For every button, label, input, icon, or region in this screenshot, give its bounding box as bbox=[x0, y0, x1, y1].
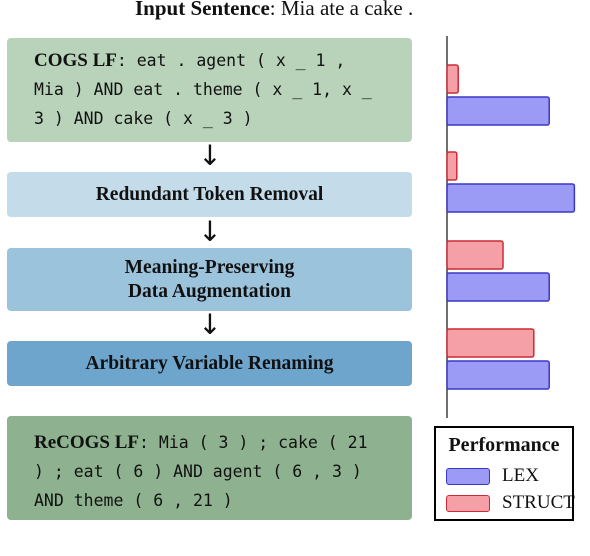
cogs-lf-box: COGS LF: eat . agent ( x _ 1 , Mia ) AND… bbox=[7, 38, 412, 142]
bar-lex-2 bbox=[446, 183, 576, 213]
legend-swatch-lex bbox=[446, 467, 490, 485]
legend-title: Performance bbox=[448, 434, 560, 456]
recogs-lf-label: ReCOGS LF bbox=[34, 432, 140, 453]
down-arrow-icon: ↓ bbox=[198, 139, 222, 172]
bar-struct-3 bbox=[446, 240, 504, 270]
cogs-lf-label: COGS LF bbox=[34, 50, 117, 71]
legend-label-lex: LEX bbox=[502, 465, 539, 486]
cogs-lf-line-2: Mia ) AND eat . theme ( x _ 1, x _ bbox=[34, 80, 372, 99]
recogs-lf-line-3: AND theme ( 6 , 21 ) bbox=[34, 491, 233, 510]
legend-item-lex: LEX bbox=[446, 465, 539, 487]
cogs-lf-line-1: : eat . agent ( x _ 1 , bbox=[116, 51, 346, 70]
bar-struct-2 bbox=[446, 151, 458, 181]
input-sentence-text: : Mia ate a cake . bbox=[269, 0, 414, 20]
recogs-lf-line-1: : Mia ( 3 ) ; cake ( 21 bbox=[139, 433, 368, 452]
bar-struct-1 bbox=[446, 64, 459, 94]
step-label-line-1: Meaning-Preserving bbox=[124, 256, 295, 278]
cogs-lf-line-3: 3 ) AND cake ( x _ 3 ) bbox=[34, 109, 253, 128]
bar-lex-4 bbox=[446, 360, 550, 390]
step-redundant-token-removal: Redundant Token Removal bbox=[7, 172, 412, 217]
legend-swatch-struct bbox=[446, 494, 490, 512]
performance-legend: Performance LEX STRUCT bbox=[434, 426, 575, 521]
step-label: Arbitrary Variable Renaming bbox=[85, 352, 334, 374]
performance-bar-chart bbox=[446, 36, 576, 418]
step-arbitrary-variable-renaming: Arbitrary Variable Renaming bbox=[7, 341, 412, 386]
input-sentence-title: Input Sentence: Mia ate a cake . bbox=[0, 0, 590, 22]
recogs-lf-line-2: ) ; eat ( 6 ) AND agent ( 6 , 3 ) bbox=[34, 462, 362, 481]
legend-item-struct: STRUCT bbox=[446, 492, 575, 514]
bar-struct-4 bbox=[446, 328, 535, 358]
step-label-line-2: Data Augmentation bbox=[127, 280, 292, 302]
input-sentence-label: Input Sentence bbox=[135, 0, 270, 20]
bar-lex-3 bbox=[446, 272, 550, 302]
down-arrow-icon: ↓ bbox=[198, 215, 222, 248]
recogs-lf-box: ReCOGS LF: Mia ( 3 ) ; cake ( 21 ) ; eat… bbox=[7, 416, 412, 520]
down-arrow-icon: ↓ bbox=[198, 308, 222, 341]
legend-label-struct: STRUCT bbox=[502, 492, 575, 513]
step-meaning-preserving-augmentation: Meaning-Preserving Data Augmentation bbox=[7, 248, 412, 311]
step-label: Redundant Token Removal bbox=[95, 183, 324, 205]
bar-lex-1 bbox=[446, 96, 550, 126]
